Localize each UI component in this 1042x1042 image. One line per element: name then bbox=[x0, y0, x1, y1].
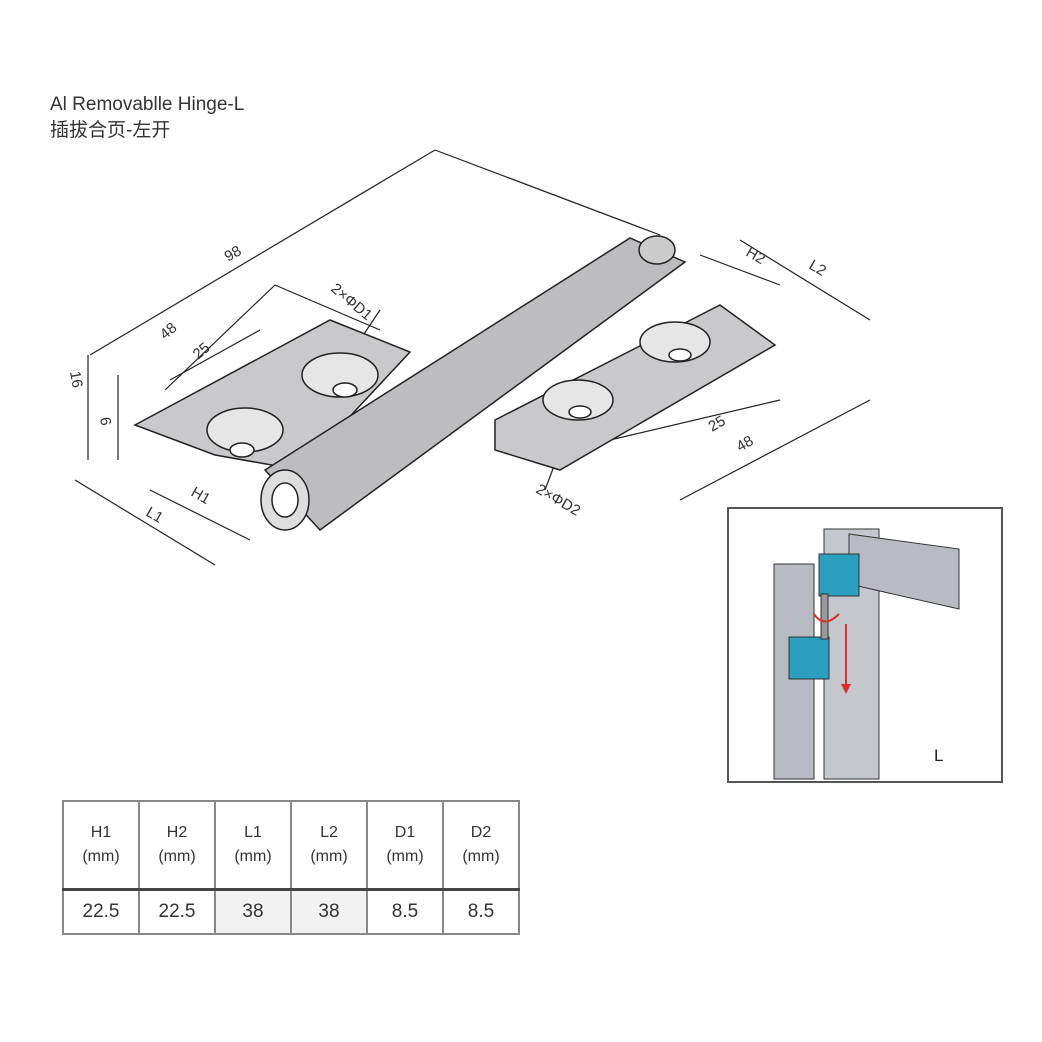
cell-h2: 22.5 bbox=[138, 888, 216, 935]
dim-25-left: 25 bbox=[190, 339, 214, 363]
dim-l2: L2 bbox=[806, 257, 829, 280]
dim-l1: L1 bbox=[143, 504, 166, 527]
dim-h1: H1 bbox=[188, 484, 213, 508]
cell-d2: 8.5 bbox=[442, 888, 520, 935]
table-row: 22.5 22.5 38 38 8.5 8.5 bbox=[62, 888, 520, 935]
cell-l2: 38 bbox=[290, 888, 368, 935]
hinge-drawing: 98 48 25 2×ΦD1 16 6 H1 L1 H2 L2 25 48 2×… bbox=[66, 149, 871, 566]
usage-illustration: L bbox=[727, 507, 1003, 783]
dim-h2: H2 bbox=[743, 244, 768, 268]
hole-d2-b bbox=[542, 379, 614, 421]
header-d2: D2(mm) bbox=[442, 800, 520, 891]
cell-d1: 8.5 bbox=[366, 888, 444, 935]
cell-h1: 22.5 bbox=[62, 888, 140, 935]
dim-98: 98 bbox=[222, 242, 245, 265]
product-title: Al Removablle Hinge-L 插拔合页-左开 bbox=[50, 92, 244, 144]
hinge-body bbox=[133, 235, 777, 532]
dim-48-left: 48 bbox=[157, 319, 181, 343]
inset-label: L bbox=[934, 746, 944, 765]
dim-16: 16 bbox=[66, 370, 86, 389]
dim-48-right: 48 bbox=[734, 432, 757, 455]
dim-2xd2: 2×ΦD2 bbox=[533, 481, 583, 520]
header-l1: L1(mm) bbox=[214, 800, 292, 891]
hole-d2-a bbox=[639, 321, 711, 363]
header-d1: D1(mm) bbox=[366, 800, 444, 891]
cell-l1: 38 bbox=[214, 888, 292, 935]
profile-assembly-illustration bbox=[773, 528, 960, 780]
dim-25-right: 25 bbox=[706, 412, 729, 435]
spec-table: H1(mm) H2(mm) L1(mm) L2(mm) D1(mm) D2(mm… bbox=[62, 800, 520, 935]
header-h1: H1(mm) bbox=[62, 800, 140, 891]
header-h2: H2(mm) bbox=[138, 800, 216, 891]
table-header-row: H1(mm) H2(mm) L1(mm) L2(mm) D1(mm) D2(mm… bbox=[62, 800, 520, 891]
title-chinese: 插拔合页-左开 bbox=[50, 120, 171, 141]
header-l2: L2(mm) bbox=[290, 800, 368, 891]
dim-6: 6 bbox=[96, 416, 114, 427]
title-english: Al Removablle Hinge-L bbox=[50, 94, 245, 115]
